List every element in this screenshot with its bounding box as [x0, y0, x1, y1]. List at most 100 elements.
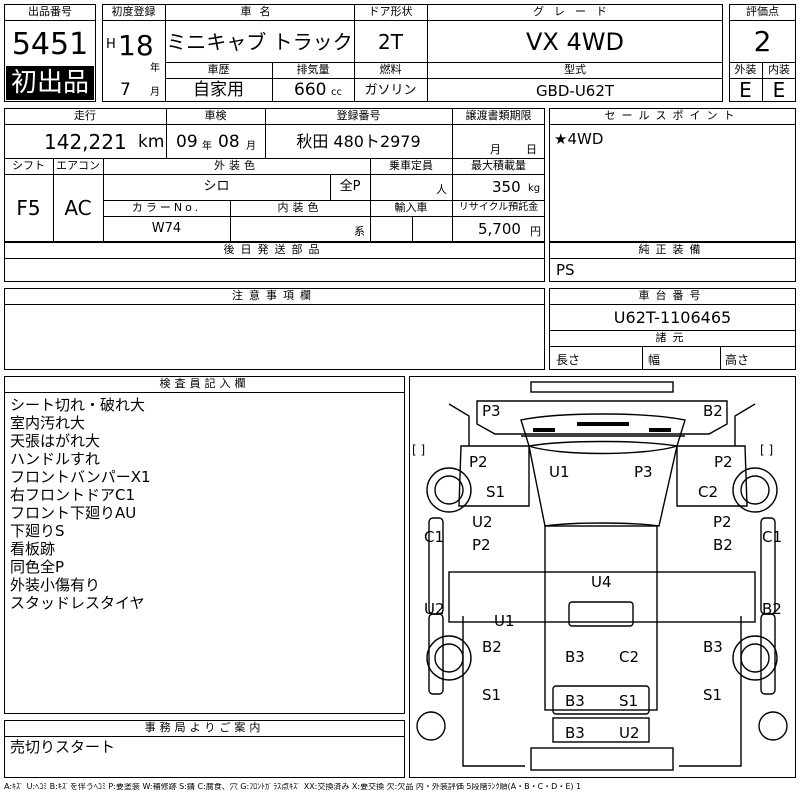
lot-number-box: [4, 4, 96, 102]
displacement-label: 排気量: [296, 63, 330, 76]
diagram-bracket-right: [ ]: [760, 443, 774, 457]
damage-code: P2: [713, 513, 732, 531]
damage-code: C2: [619, 648, 640, 666]
inspector-line: 下廻りS: [10, 522, 65, 540]
transfer-deadline-label: 譲渡書類期限: [465, 109, 532, 122]
damage-code: B2: [703, 402, 723, 420]
first-reg-label: 初度登録: [111, 5, 156, 18]
first-listing-badge: 初出品: [6, 66, 94, 100]
vehicle-info-grid: [4, 108, 545, 242]
damage-code: S1: [486, 483, 506, 501]
inspector-label: 検査員記入欄: [159, 377, 250, 390]
mileage-label: 走行: [74, 109, 96, 122]
first-reg-year: 18: [118, 29, 154, 62]
damage-code: B2: [762, 600, 782, 618]
inspection-month: 08: [218, 132, 240, 152]
damage-code: U4: [591, 573, 612, 591]
later-parts-label: 後日発送部品: [223, 243, 326, 256]
damage-code: C1: [762, 528, 783, 546]
interior-color-label: 内装色: [277, 201, 323, 214]
inspection-year: 09: [176, 132, 198, 152]
damage-code: S1: [703, 686, 723, 704]
damage-code: P3: [482, 402, 501, 420]
sales-point: ★4WD: [554, 130, 604, 148]
damage-code: C2: [698, 483, 719, 501]
inspector-line: フロント下廻りAU: [10, 504, 137, 522]
plate-label: 登録番号: [336, 109, 381, 122]
recycle-unit: 円: [530, 225, 541, 238]
displacement: 660: [294, 80, 327, 100]
sales-point-label: セールスポイント: [604, 109, 741, 122]
fuel-label: 燃料: [379, 63, 402, 76]
plate-number: 秋田 480ト2979: [296, 132, 421, 151]
damage-code: S1: [619, 692, 639, 710]
ext-grade-label: 外装: [734, 63, 757, 76]
inspection-year-unit: 年: [202, 141, 212, 152]
inspector-line: シート切れ・破れ大: [10, 396, 146, 414]
inspector-line: ハンドルすれ: [10, 450, 101, 468]
interior-color-unit: 系: [354, 225, 365, 238]
office-label: 事務局よりご案内: [144, 721, 265, 734]
door-label: ドア形状: [368, 5, 413, 18]
damage-code: P3: [634, 463, 653, 481]
inspector-line: 外装小傷有り: [10, 576, 101, 594]
damage-code: S1: [482, 686, 502, 704]
inspector-notes: シート切れ・破れ大 室内汚れ大 天張はがれ大 ハンドルすれ フロントバンパーX1…: [10, 396, 151, 612]
door-type: 2T: [378, 30, 403, 54]
chassis-box: [549, 288, 796, 370]
truck-outline-diagram: [416, 381, 788, 771]
car-name: ミニキャブ トラック: [166, 30, 353, 54]
lot-number: 5451: [11, 27, 89, 62]
header-grid: [102, 4, 723, 102]
chassis-number: U62T-1106465: [613, 308, 732, 327]
damage-code: B2: [713, 536, 733, 554]
later-parts-box: [4, 242, 545, 282]
inspector-line: 天張はがれ大: [10, 432, 101, 450]
inspector-box: [4, 376, 405, 714]
inspector-line: 室内汚れ大: [10, 414, 86, 432]
inspector-line: 同色全P: [10, 558, 65, 576]
sales-point-box: [549, 108, 796, 242]
height-label: 高さ: [725, 353, 750, 367]
history: 自家用: [193, 80, 244, 100]
month-unit: 月: [150, 87, 160, 98]
year-unit: 年: [150, 63, 160, 74]
inspection-label: 車検: [204, 109, 227, 122]
length-label: 長さ: [556, 353, 581, 367]
grade: VX 4WD: [526, 28, 624, 56]
score: 2: [753, 25, 772, 58]
damage-code: P2: [469, 453, 488, 471]
damage-code: P2: [472, 536, 491, 554]
transfer-month-unit: 月: [490, 143, 501, 156]
max-load-label: 最大積載量: [471, 159, 526, 172]
mileage-unit: km: [138, 132, 165, 152]
int-grade: E: [772, 78, 786, 102]
damage-code: B3: [565, 648, 585, 666]
int-grade-label: 内装: [768, 63, 790, 76]
damage-code: P2: [714, 453, 733, 471]
genuine-label: 純正装備: [638, 243, 707, 256]
damage-diagram-box: [409, 376, 796, 778]
color-number: W74: [151, 221, 182, 236]
inspection-month-unit: 月: [246, 141, 256, 152]
mileage: 142,221: [44, 130, 127, 154]
damage-code: B3: [565, 692, 585, 710]
import-label: 輸入車: [394, 201, 428, 214]
recycle-fee: 5,700: [478, 220, 521, 238]
width-label: 幅: [648, 353, 661, 367]
exterior-color-label: 外装色: [214, 159, 259, 172]
damage-code: B2: [482, 638, 502, 656]
damage-code: U2: [619, 724, 640, 742]
capacity-unit: 人: [436, 183, 447, 196]
max-load: 350: [492, 178, 521, 196]
diagram-bracket-left: [ ]: [412, 443, 426, 457]
caution-label: 注意事項欄: [232, 289, 317, 302]
color-no-label: カラーNo.: [131, 201, 202, 214]
ext-grade: E: [739, 78, 752, 102]
genuine-equipment-box: [549, 242, 796, 282]
legend: A:ｷｽﾞ U:ﾍｺﾐ B:ｷｽﾞを伴うﾍｺﾐ P:要塗装 W:補修跡 S:錆 …: [4, 783, 582, 791]
score-label: 評価点: [746, 5, 779, 18]
transfer-day-unit: 日: [526, 143, 537, 156]
inspector-line: フロントバンパーX1: [10, 468, 151, 486]
model-code: GBD-U62T: [535, 82, 615, 100]
